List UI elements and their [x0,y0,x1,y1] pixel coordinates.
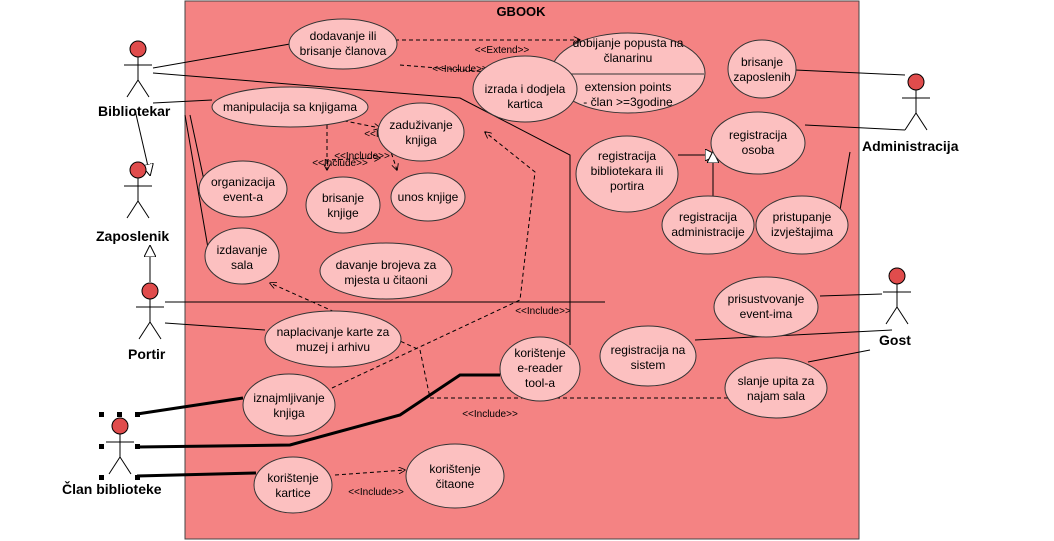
svg-text:brisanje: brisanje [741,55,783,69]
svg-text:čitaone: čitaone [436,477,475,491]
svg-text:zaduživanje: zaduživanje [389,118,453,132]
svg-text:osoba: osoba [742,143,775,157]
actor-zaposlenik[interactable] [124,161,152,219]
svg-text:dodavanje ili: dodavanje ili [310,29,377,43]
association-lines [152,43,906,363]
include-label-6: <<Include>> [462,409,518,420]
svg-text:najam sala: najam sala [747,389,805,403]
svg-text:izdavanje: izdavanje [217,243,268,257]
svg-text:unos knjige: unos knjige [398,190,459,204]
actor-label-gost: Gost [879,332,911,348]
svg-text:administracije: administracije [671,225,745,239]
svg-text:event-a: event-a [223,190,263,204]
svg-text:knjige: knjige [327,206,359,220]
svg-text:izrada i dodjela: izrada i dodjela [485,82,566,96]
actor-label-portir: Portir [128,346,166,362]
usecase-davanje[interactable]: davanje brojeva za mjesta u čitaoni [319,242,453,300]
svg-text:korištenje: korištenje [267,471,319,485]
svg-text:tool-a: tool-a [525,376,555,390]
usecase-brisanje-knjige[interactable]: brisanje knjige [305,176,381,234]
svg-text:sistem: sistem [631,358,666,372]
usecase-pristupanje[interactable]: pristupanje izvještajima [755,195,849,255]
svg-text:mjesta u čitaoni: mjesta u čitaoni [344,273,427,287]
svg-text:dobijanje popusta na: dobijanje popusta na [573,36,684,50]
actor-label-bibliotekar: Bibliotekar [98,103,171,119]
actor-gost[interactable] [883,267,911,325]
usecase-registracija-sistem[interactable]: registracija na sistem [599,325,697,387]
usecase-izdavanje[interactable]: izdavanje sala [204,227,280,285]
member-association-lines [136,373,500,478]
svg-text:korištenje: korištenje [429,462,481,476]
svg-text:extension points: extension points [585,80,672,94]
svg-text:knjiga: knjiga [273,406,305,420]
svg-text:- član >=3godine: - član >=3godine [583,95,673,109]
system-title: GBOOK [496,4,546,19]
usecase-registracija-administracije[interactable]: registracija administracije [661,195,755,255]
include-label-1: <<Include>> [432,64,488,75]
svg-text:e-reader: e-reader [517,361,562,375]
svg-text:event-ima: event-ima [740,307,793,321]
svg-text:knjiga: knjiga [405,133,437,147]
usecase-popust[interactable]: dobijanje popusta na članarinu extension… [550,32,706,114]
usecase-prisustvovanje[interactable]: prisustvovanje event-ima [713,276,819,338]
svg-text:članarinu: članarinu [604,51,653,65]
svg-text:naplacivanje karte za: naplacivanje karte za [277,325,390,339]
usecase-registracija-bibliotekara[interactable]: registracija bibliotekara ili portira [575,135,679,213]
svg-text:davanje brojeva za: davanje brojeva za [336,258,437,272]
svg-text:brisanje članova: brisanje članova [300,44,387,58]
svg-text:muzej i arhivu: muzej i arhivu [296,340,370,354]
svg-text:slanje upita za: slanje upita za [738,374,815,388]
svg-text:registracija: registracija [598,149,656,163]
actor-bibliotekar[interactable] [124,40,152,98]
svg-text:kartice: kartice [275,486,311,500]
include-label-3: <<Include>> [334,151,390,162]
svg-text:registracija: registracija [679,210,737,224]
usecase-naplacivanje[interactable]: naplacivanje karte za muzej i arhivu [264,310,402,368]
include-label-5: <<Include>> [515,306,571,317]
generalization-lines [134,109,716,282]
svg-text:manipulacija sa knjigama: manipulacija sa knjigama [223,100,357,114]
svg-text:organizacija: organizacija [211,175,275,189]
actor-administracija[interactable] [902,73,930,131]
svg-text:brisanje: brisanje [322,191,364,205]
usecase-organizacija[interactable]: organizacija event-a [198,160,288,218]
actor-clan-biblioteke[interactable] [106,417,134,475]
usecase-kartice[interactable]: korištenje kartice [253,456,333,514]
svg-text:registracija: registracija [729,128,787,142]
include-label-4: <<Include>> [312,158,368,169]
svg-text:iznajmljivanje: iznajmljivanje [253,391,325,405]
usecase-unos[interactable]: unos knjige [390,172,466,222]
svg-text:kartica: kartica [507,97,543,111]
svg-text:sala: sala [231,258,253,272]
actor-portir[interactable] [136,282,164,340]
svg-text:bibliotekara ili: bibliotekara ili [591,164,664,178]
actor-label-administracija: Administracija [862,138,959,154]
usecase-izrada[interactable]: izrada i dodjela kartica [472,55,578,123]
usecase-brisanje-zaposlenih[interactable]: brisanje zaposlenih [727,39,797,99]
usecase-iznajmljivanje[interactable]: iznajmljivanje knjiga [242,373,336,437]
svg-text:registracija na: registracija na [611,343,686,357]
usecase-ereader[interactable]: korištenje e-reader tool-a [499,336,581,402]
svg-text:korištenje: korištenje [514,346,566,360]
svg-text:prisustvovanje: prisustvovanje [728,292,805,306]
svg-text:portira: portira [610,179,644,193]
include-label-7: <<Include>> [348,487,404,498]
usecase-citaone[interactable]: korištenje čitaone [405,443,505,509]
usecase-dodavanje[interactable]: dodavanje ili brisanje članova [288,18,398,70]
extend-label: <<Extend>> [475,45,530,56]
svg-text:zaposlenih: zaposlenih [733,70,790,84]
actor-label-clan-biblioteke: Član biblioteke [62,480,162,497]
usecase-slanje-upita[interactable]: slanje upita za najam sala [724,357,828,419]
usecase-zaduzivanje[interactable]: zaduživanje knjiga [377,102,465,162]
usecase-registracija-osoba[interactable]: registracija osoba [710,111,806,175]
svg-text:izvještajima: izvještajima [771,225,833,239]
usecase-manipulacija[interactable]: manipulacija sa knjigama [211,86,369,128]
actor-label-zaposlenik: Zaposlenik [96,228,169,244]
svg-text:pristupanje: pristupanje [773,210,832,224]
selection-handles [99,412,140,480]
